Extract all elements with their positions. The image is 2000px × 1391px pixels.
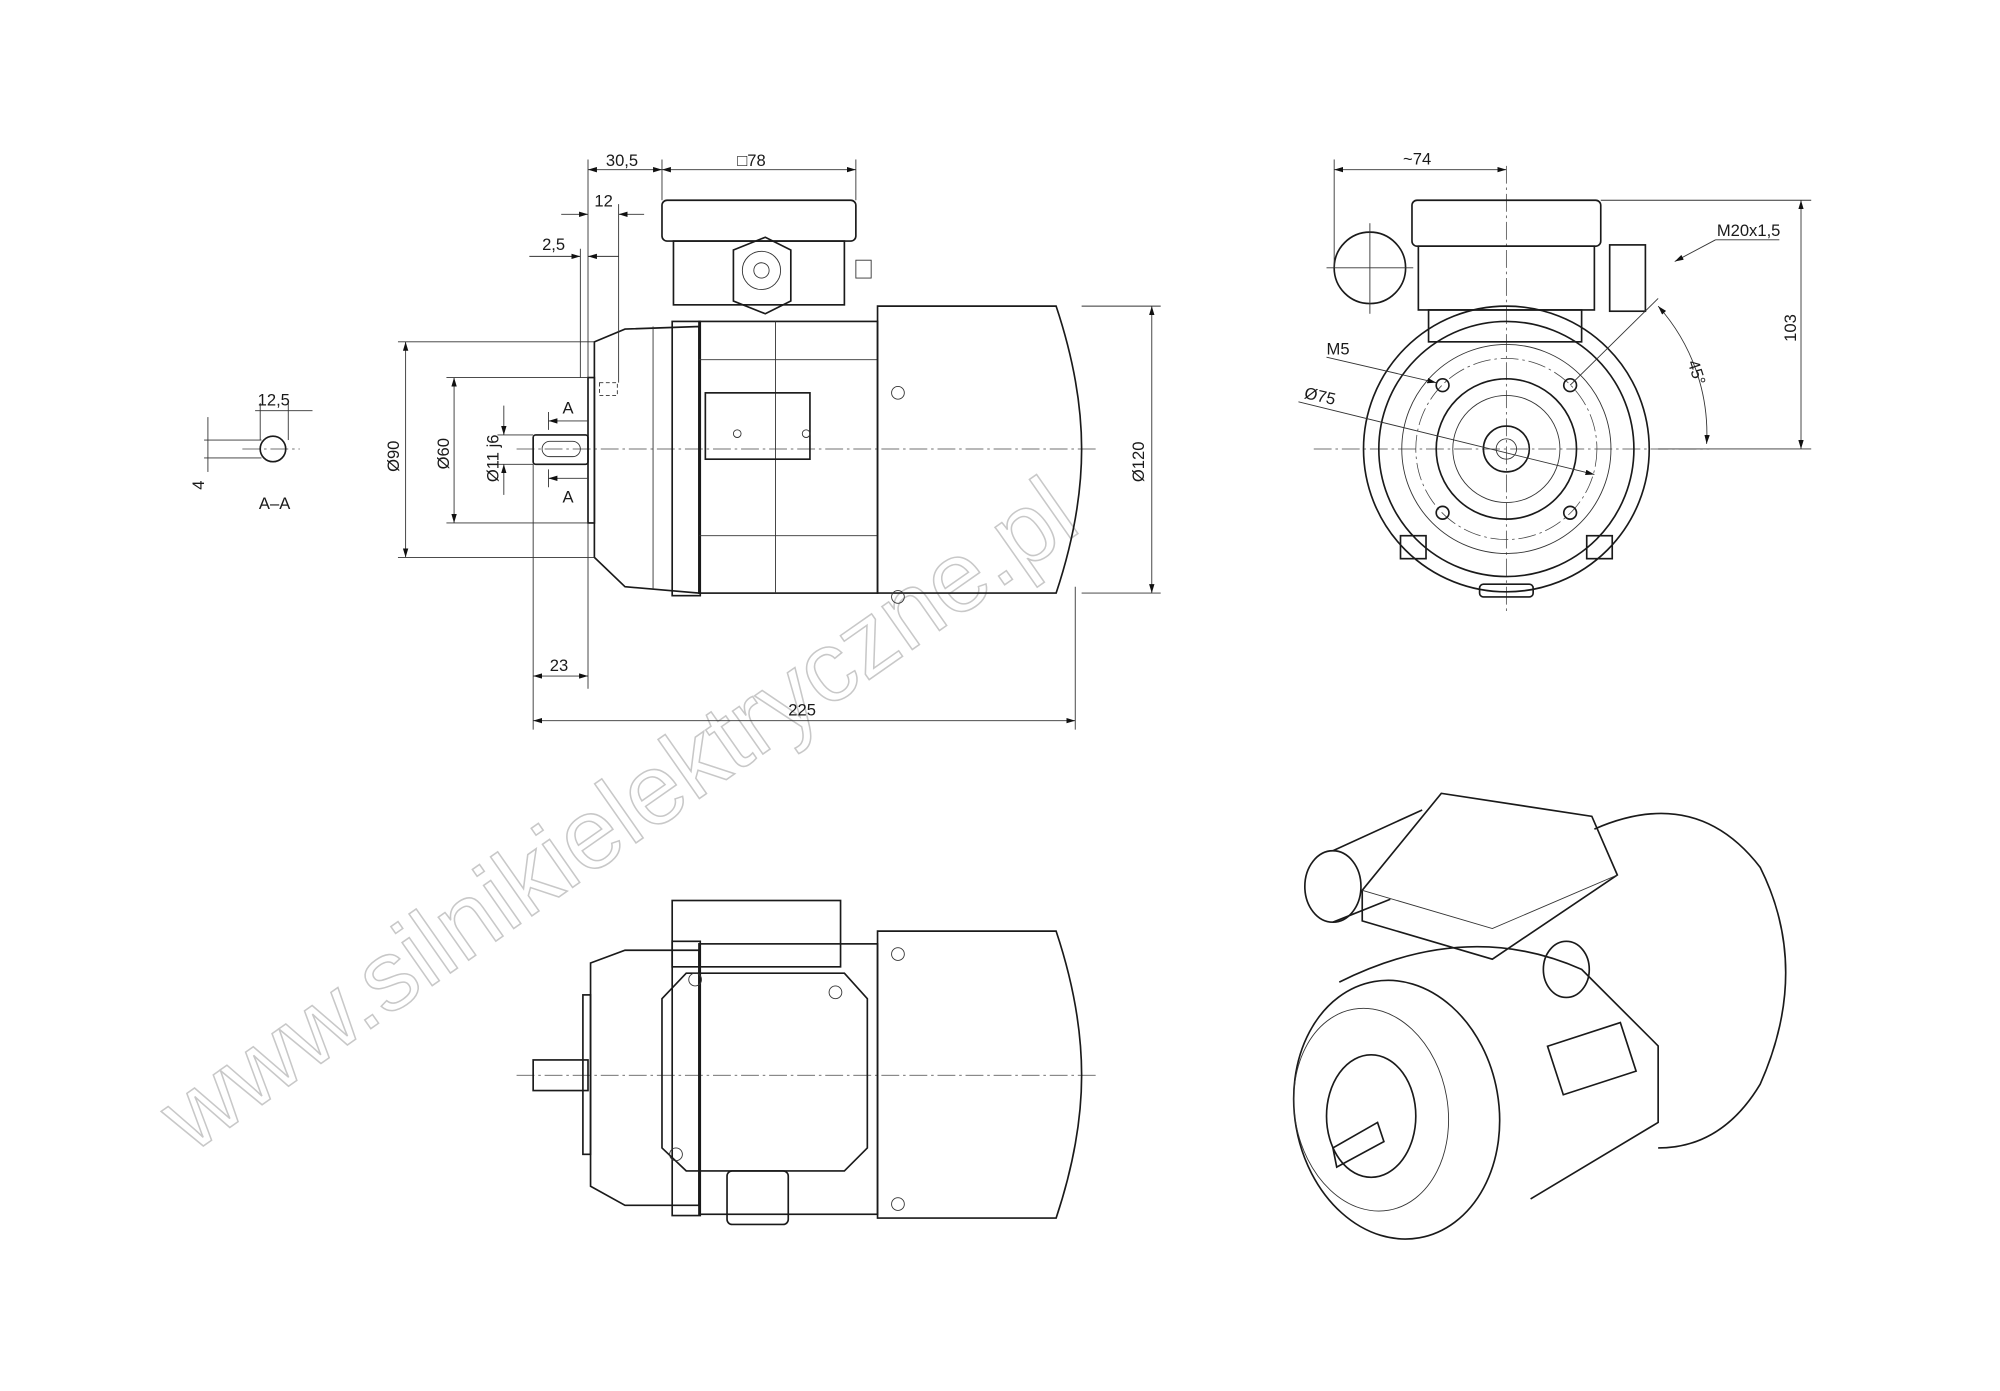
dim-12: 12: [594, 192, 612, 211]
dim-dia-90: Ø90: [384, 441, 403, 472]
dim-225: 225: [788, 701, 816, 720]
section-label: A–A: [259, 494, 291, 513]
dim-dia-120: Ø120: [1129, 442, 1148, 483]
side-view-dimensions: 30,5 □78 12 2,5 Ø90 Ø60 Ø11 j6 A A Ø120 …: [384, 151, 1161, 730]
dim-30-5: 30,5: [606, 151, 638, 170]
angle-45: 45°: [1684, 358, 1710, 388]
dim-dia-11-j6: Ø11 j6: [484, 435, 503, 483]
dim-4: 4: [189, 481, 208, 490]
front-view-dimensions: ~74 103 M20x1,5 M5 Ø75 45°: [1298, 150, 1812, 475]
dim-dia-75: Ø75: [1303, 383, 1338, 409]
isometric-view: [1292, 792, 1787, 1240]
dim-dia-60: Ø60: [434, 438, 453, 469]
watermark: www.silnikielektryczne.pl: [139, 457, 1096, 1173]
thread-m5-label: M5: [1327, 340, 1350, 359]
dim-23: 23: [550, 656, 568, 675]
dim-2-5: 2,5: [542, 235, 565, 254]
section-marker-a-bottom: A: [562, 488, 574, 507]
section-marker-a-top: A: [562, 398, 574, 417]
top-view: [516, 899, 1097, 1226]
side-view: [516, 199, 1097, 604]
front-view: [1313, 165, 1710, 613]
dim-box-78: □78: [737, 151, 765, 170]
dim-74: ~74: [1403, 150, 1431, 169]
dim-12-5: 12,5: [258, 391, 290, 410]
dim-103: 103: [1781, 314, 1800, 342]
gland-thread-label: M20x1,5: [1717, 221, 1781, 240]
section-a-a: 12,5 4 A–A: [189, 391, 313, 513]
